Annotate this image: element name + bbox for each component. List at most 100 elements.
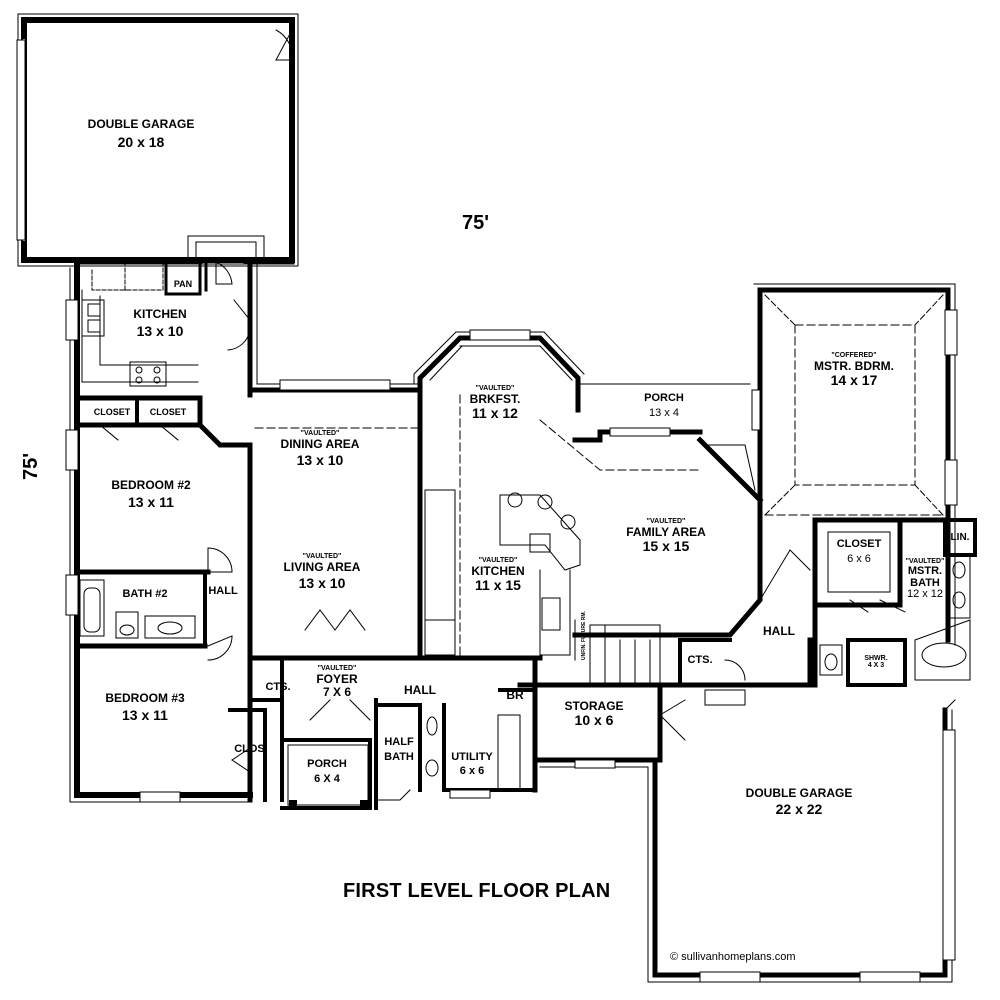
room-dims: 13 x 10 — [296, 451, 344, 468]
credit-text: © sullivanhomeplans.com — [670, 951, 796, 963]
room-bedroom-2: BEDROOM #2 13 x 11 — [111, 479, 190, 509]
room-dims: 6 X 4 — [314, 772, 340, 785]
room-name: BEDROOM #3 — [105, 691, 185, 705]
room-name: BEDROOM #2 — [111, 478, 191, 492]
room-name: PORCH — [307, 758, 347, 770]
room-shower: SHWR. 4 X 3 — [864, 655, 887, 670]
depth-dimension: 75' — [20, 452, 42, 480]
room-name: FOYER — [316, 672, 358, 687]
room-dims: 13 x 10 — [136, 322, 184, 339]
room-dims: 15 x 15 — [642, 537, 690, 554]
room-dims: 13 x 11 — [122, 706, 168, 723]
room-name: DOUBLE GARAGE — [87, 117, 195, 131]
room-name: BRKFST. — [469, 392, 521, 407]
room-tag: "VAULTED" — [475, 385, 515, 392]
room-hall-mid: HALL — [404, 684, 436, 697]
room-name: CLOSET — [149, 407, 187, 417]
room-name: STORAGE — [564, 699, 624, 713]
room-living: "VAULTED" LIVING AREA 13 x 10 — [284, 553, 361, 591]
room-name: BATH #2 — [122, 588, 168, 600]
room-name: PORCH — [644, 392, 684, 404]
room-closet-small: CLOS. — [234, 743, 268, 756]
room-dims: 20 x 18 — [117, 133, 165, 150]
room-dims: 11 x 15 — [475, 576, 521, 593]
garage-bottom-walls — [532, 682, 956, 983]
room-name-2: BATH — [910, 576, 940, 589]
room-kitchen-main: "VAULTED" KITCHEN 11 x 15 — [471, 557, 524, 593]
room-name: PAN — [173, 279, 193, 289]
room-cts-right: CTS. — [687, 654, 713, 667]
room-kitchen-left: KITCHEN 13 x 10 — [133, 308, 186, 338]
room-dims: 22 x 22 — [775, 800, 823, 817]
room-tag: "VAULTED" — [646, 518, 686, 525]
room-name: FAMILY AREA — [626, 525, 706, 540]
room-name: CTS. — [687, 654, 713, 666]
room-dims: 6 x 6 — [847, 552, 871, 565]
room-tag: "VAULTED" — [300, 430, 340, 437]
room-dims: 12 x 12 — [906, 588, 944, 601]
room-name: LIN. — [950, 532, 970, 543]
room-hall-right: HALL — [763, 625, 795, 638]
room-name: KITCHEN — [133, 307, 187, 321]
room-name: CLOSET — [836, 538, 882, 550]
plan-title: FIRST LEVEL FLOOR PLAN — [343, 880, 611, 902]
room-brkfst: "VAULTED" BRKFST. 11 x 12 — [470, 385, 521, 421]
room-garage-bottom: DOUBLE GARAGE 22 x 22 — [746, 787, 853, 816]
room-pantry: PAN — [173, 279, 193, 289]
room-name: HALL — [404, 683, 436, 697]
room-name: SHWR. — [864, 655, 888, 662]
room-name: CLOS. — [234, 743, 268, 755]
room-tag: "VAULTED" — [905, 558, 945, 565]
room-dims: 14 x 17 — [830, 371, 878, 388]
room-half-bath: HALF BATH — [384, 736, 414, 763]
porch-posts — [289, 800, 368, 808]
room-dims: 4 X 3 — [867, 662, 885, 670]
room-name: CLOSET — [93, 407, 131, 417]
room-dims: 7 X 6 — [322, 684, 352, 699]
room-closet-b: CLOSET — [149, 407, 187, 417]
room-bedroom-3: BEDROOM #3 13 x 11 — [105, 692, 184, 722]
room-tag: "VAULTED" — [478, 557, 518, 564]
room-storage: STORAGE 10 x 6 — [564, 700, 623, 727]
room-name: CTS. — [265, 681, 291, 693]
room-family: "VAULTED" FAMILY AREA 15 x 15 — [626, 518, 706, 554]
room-name: HALF — [384, 736, 414, 748]
room-dims: 13 x 11 — [128, 493, 174, 510]
room-porch-front: PORCH 6 X 4 — [307, 758, 347, 785]
width-dimension: 75' — [462, 212, 490, 234]
room-br: BR — [506, 689, 523, 702]
room-name: KITCHEN — [471, 564, 525, 579]
stair-note: UNFIN. FUTURE RM. — [581, 611, 587, 660]
room-name: DINING AREA — [280, 437, 360, 452]
room-name: MSTR. BDRM. — [814, 359, 894, 374]
room-dims: 13 x 4 — [649, 406, 679, 419]
room-garage-top: DOUBLE GARAGE 20 x 18 — [88, 118, 195, 149]
room-dims: 13 x 10 — [298, 574, 346, 591]
room-name: MSTR. — [907, 565, 943, 578]
room-name: HALL — [208, 585, 238, 597]
room-cts-left: CTS. — [265, 681, 291, 694]
room-porch-rear: PORCH 13 x 4 — [644, 392, 684, 419]
room-dims: 10 x 6 — [574, 711, 614, 728]
room-foyer: "VAULTED" FOYER 7 X 6 — [316, 665, 357, 699]
room-name: BR — [506, 688, 524, 702]
room-lin: LIN. — [950, 532, 970, 544]
room-dining: "VAULTED" DINING AREA 13 x 10 — [281, 430, 360, 468]
room-master-bath: "VAULTED" MSTR. BATH 12 x 12 — [906, 558, 945, 601]
room-name-2: BATH — [384, 750, 414, 763]
room-bath-2: BATH #2 — [122, 588, 168, 601]
room-utility: UTILITY 6 x 6 — [451, 751, 493, 777]
room-tag: "VAULTED" — [317, 665, 357, 672]
room-name: UTILITY — [451, 751, 493, 763]
room-hall-left: HALL — [208, 585, 238, 598]
room-name: DOUBLE GARAGE — [745, 786, 853, 800]
room-tag: "VAULTED" — [302, 553, 342, 560]
master-wing-walls — [751, 283, 977, 688]
room-master-bdrm: "COFFERED" MSTR. BDRM. 14 x 17 — [814, 352, 894, 388]
room-dims: 11 x 12 — [472, 404, 518, 421]
room-closet-a: CLOSET — [93, 407, 131, 417]
room-name: LIVING AREA — [283, 560, 361, 575]
room-closet-master: CLOSET 6 x 6 — [836, 538, 882, 565]
left-wing-walls — [65, 259, 423, 803]
